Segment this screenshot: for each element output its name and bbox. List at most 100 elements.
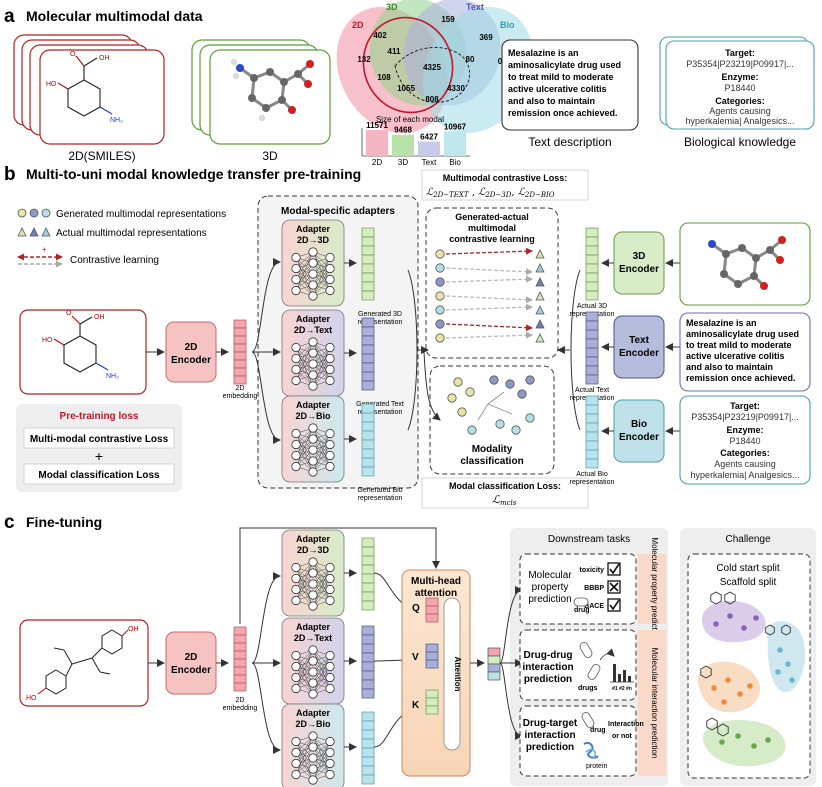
generated-vector-cell [361,263,375,274]
size-bar-label-2d: 2D [372,158,382,167]
atom-label-nh2: NH₂ [110,117,123,124]
task2-bar-ticks: #1 #2 #n [612,686,632,692]
size-bar-label-text: Text [422,158,437,167]
mha-vector-cell [425,689,439,699]
actual-rep-label1: Actual Bio [576,471,608,478]
actual-vector-cell [585,263,599,274]
contrastive-area [425,207,559,359]
downstream-title: Downstream tasks [548,534,630,545]
neuron-node [291,375,301,386]
generated-point [435,291,445,301]
mm-loss-formula: ℒ2D−TEXT , ℒ2D−3D, ℒ2D−BIO [426,187,555,199]
mha-vector-cell [425,705,439,715]
neuron-node [325,584,335,595]
input-text-card [679,312,811,392]
mha-vector-cell [425,697,439,707]
actual-vector-cell [585,329,599,340]
actual-vector-cell [585,422,599,433]
neuron-node [291,274,301,285]
venn-label-3d: 3D [386,2,398,12]
task2-line2: interaction [522,662,573,673]
neuron-node [291,353,301,364]
cluster-point [525,375,535,385]
size-bar-label-bio: Bio [449,158,461,167]
cluster-dot [719,739,725,745]
size-bar-value-2d: 11571 [366,121,388,130]
actual-vector-cell [585,356,599,367]
actual-vector-cell [585,338,599,349]
molecule-3d-small [708,236,786,290]
neuron-node [325,573,335,584]
mha-vector-cell [425,659,439,669]
neuron-node [308,434,318,444]
bio-categories-line2: hyperkalemia| Analgesics... [686,116,795,126]
neuron-node [308,467,318,477]
task3-line2: interaction [524,730,575,741]
adapter-prefix: Adapter [296,534,331,544]
task3-line1: Drug-target [523,718,578,729]
neuron-node [291,747,301,758]
scaffold-ring-icon [710,591,722,605]
neuron-node [325,274,335,285]
vector-cell [233,343,247,353]
generated-vector-cell [361,634,375,645]
cluster-point [517,389,527,399]
neuron-node [308,291,318,301]
cluster-dot [777,647,783,653]
neuron-node [291,450,301,461]
generated-point [435,333,445,343]
desc-line: to treat mild to moderate [508,72,614,82]
card-stack-3d: 3D [191,39,331,163]
legend-actual: Actual multimodal representations [56,228,207,239]
section-a-title: Molecular multimodal data [26,8,203,24]
generated-vector-cell [361,537,375,548]
generated-point [435,263,445,273]
neuron-node [308,348,318,358]
modal-size-bars: Size of each modal 115712D94683D6427Text… [361,115,470,167]
generated-vector-cell [361,625,375,636]
neuron-node [308,645,318,655]
neuron-node [308,590,318,600]
task2-side-label: Molecular interaction prediction [650,648,659,759]
generated-vector-cell [361,448,375,459]
neuron-node [325,736,335,747]
neuron-node [291,758,301,769]
cluster-dot [775,669,781,675]
atom-label-nh2-b: NH₂ [106,373,119,380]
desc-line: remission once achieved. [686,373,796,383]
cluster-dot [785,661,791,667]
scaffold-ring-icon [724,591,736,605]
vector-cell [233,367,247,377]
scaffold-ring-icon [706,717,718,731]
neuron-node [291,683,301,694]
size-bar-2d [366,130,388,156]
venn-count-80: 80 [466,55,475,64]
generated-vector-cell [361,412,375,423]
venn-count-411: 411 [388,47,401,56]
mm-loss-title: Multimodal contrastive Loss: [443,173,568,183]
neuron-node [325,450,335,461]
actual-rep-label1: Actual 3D [577,303,607,310]
actual-rep-label2: representation [570,479,615,486]
generated-vector-cell [361,457,375,468]
generated-vector-cell [361,466,375,477]
neuron-node [308,359,318,369]
cluster-point [495,419,505,429]
bio-categories-label: Categories: [715,96,765,106]
gen-actual-line1: Generated-actual [455,212,529,222]
adapter-direction: 2D→Bio [295,719,331,729]
bio-target-value: P35354|P23219|P09917|... [686,59,794,69]
bar-chart-title: Size of each modal [376,115,444,124]
task3-protein: protein [586,763,608,770]
neuron-node [308,689,318,699]
neuron-node [308,423,318,433]
venn-label-bio: Bio [500,20,515,30]
scaffold-ring-icon [700,665,712,679]
molecule-c-structure [37,629,129,695]
atom-label-o: O [70,51,76,58]
neuron-node [325,758,335,769]
bio-enzyme-value: P18440 [724,83,755,93]
adapter-prefix: Adapter [296,224,331,234]
task3-drug: drug [590,727,606,734]
